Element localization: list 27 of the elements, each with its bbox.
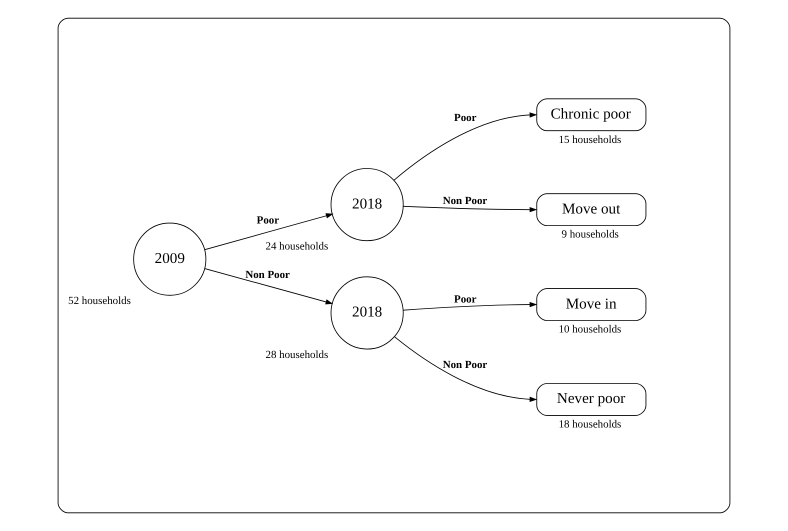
edge-label: Non Poor: [442, 358, 488, 371]
node-label: 15 households: [558, 134, 622, 146]
arrow: [394, 336, 538, 402]
node-label: 9 households: [562, 228, 619, 241]
node-circle: 2018: [330, 168, 404, 242]
node-circle: 2009: [133, 222, 206, 296]
arrow: [402, 206, 538, 212]
node-box: Chronic poor: [536, 98, 646, 132]
node-circle: 2018: [330, 276, 404, 350]
edge-label: Non Poor: [245, 269, 290, 282]
node-label: 18 households: [558, 418, 622, 430]
node-box: Move in: [536, 288, 646, 321]
node-label: 24 households: [266, 240, 328, 252]
arrow: [204, 213, 334, 250]
edge-label: Poor: [454, 112, 476, 124]
node-label: 52 households: [68, 295, 131, 308]
node-label: 28 households: [266, 348, 328, 361]
node-box: Never poor: [536, 383, 646, 416]
node-box: Move out: [536, 193, 646, 226]
edge-label: Poor: [256, 214, 280, 226]
cluster: [58, 18, 730, 514]
node-label: 10 households: [558, 324, 622, 336]
arrow: [402, 302, 538, 311]
arrow: [204, 268, 334, 304]
edge-label: Non Poor: [442, 195, 488, 208]
edge-label: Poor: [454, 293, 476, 306]
arrow: [393, 112, 538, 181]
